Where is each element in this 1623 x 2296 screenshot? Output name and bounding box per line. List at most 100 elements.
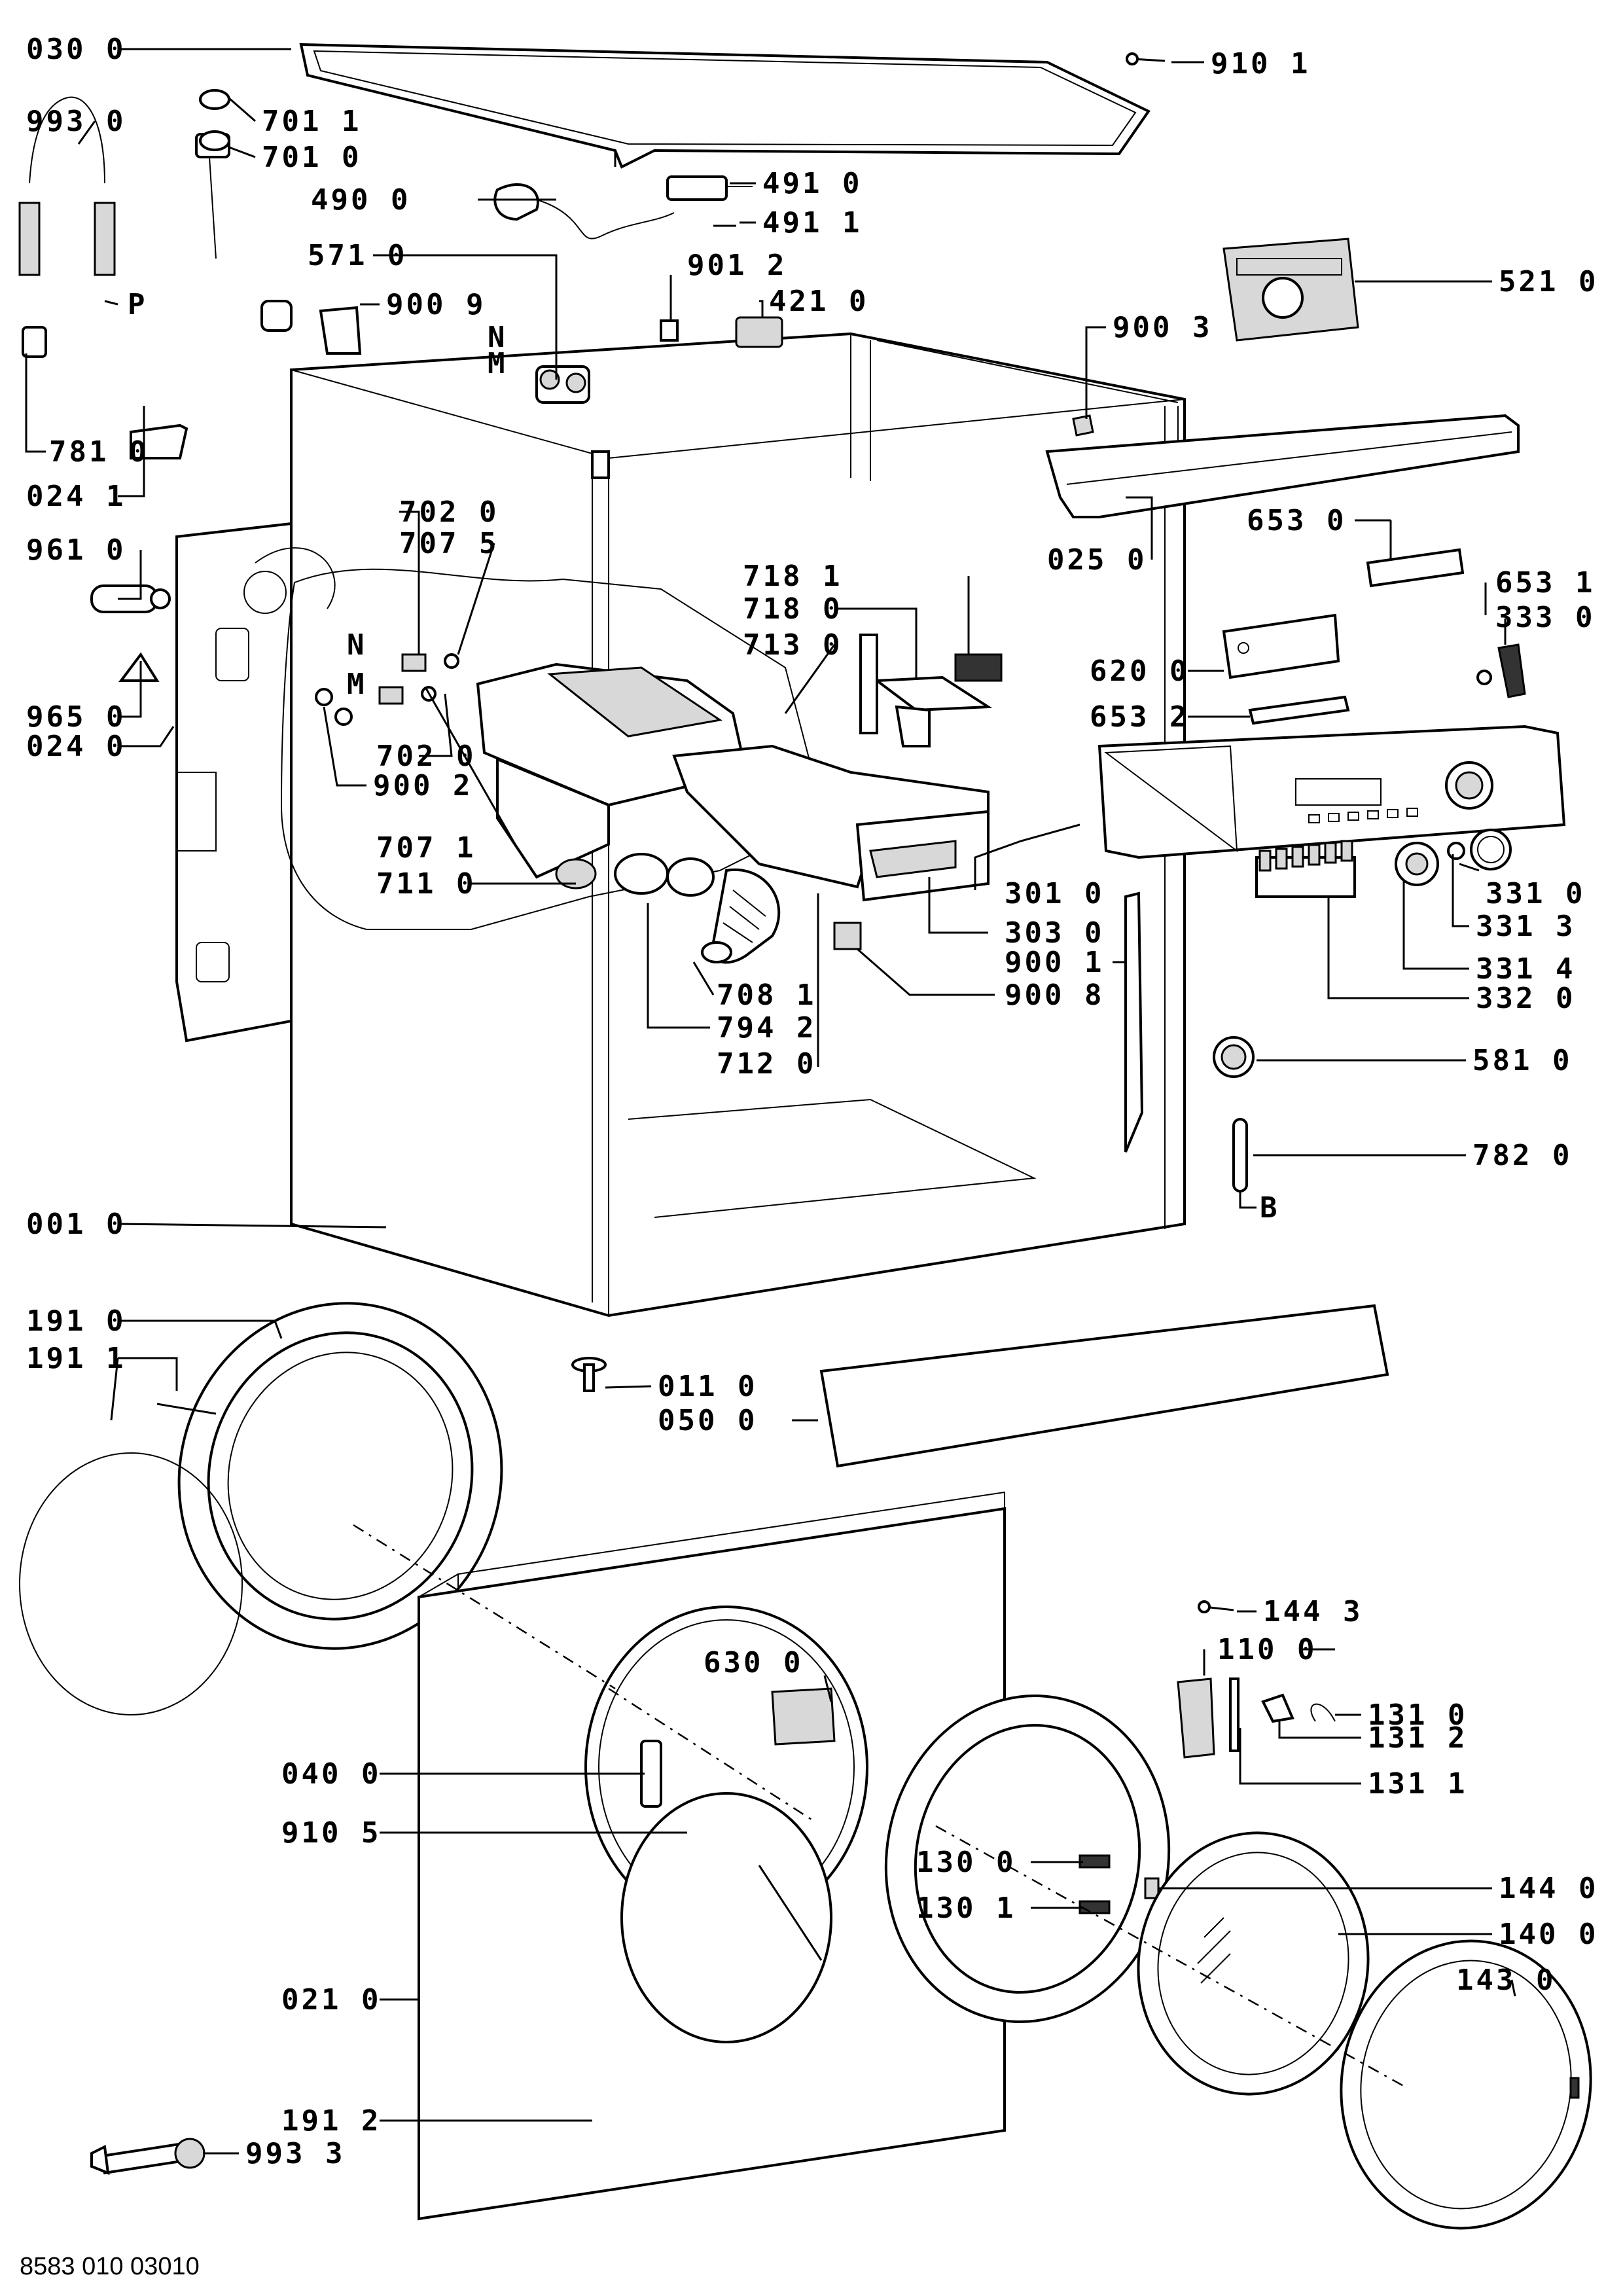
label-7181: 718 1 bbox=[743, 560, 842, 593]
label-1443: 144 3 bbox=[1263, 1595, 1363, 1628]
clamp-9009 bbox=[260, 300, 362, 355]
spring-1912-dots bbox=[758, 1865, 823, 1961]
control-panel-301 bbox=[1097, 725, 1566, 859]
valve-parts-702 bbox=[315, 653, 459, 726]
leader-lines bbox=[25, 48, 1516, 2155]
clip-9012 bbox=[660, 319, 679, 342]
label-1100: 110 0 bbox=[1217, 1633, 1317, 1666]
spring-9930 bbox=[18, 96, 116, 358]
label-P: P bbox=[128, 288, 145, 321]
label-0500: 050 0 bbox=[658, 1404, 757, 1437]
valve-571 bbox=[535, 365, 590, 404]
label-3313: 331 3 bbox=[1476, 910, 1575, 943]
label-1311: 131 1 bbox=[1368, 1767, 1467, 1801]
label-6300: 630 0 bbox=[704, 1646, 803, 1679]
label-0400: 040 0 bbox=[281, 1757, 381, 1791]
label-7011: 701 1 bbox=[262, 105, 361, 138]
label-9009: 900 9 bbox=[386, 288, 486, 321]
label-3320: 332 0 bbox=[1476, 982, 1575, 1015]
label-7120: 712 0 bbox=[717, 1047, 816, 1081]
part-labels: 030 0 910 1 993 0 701 1 701 0 490 0 491 … bbox=[26, 33, 1598, 2170]
door-ring-1300 bbox=[884, 1694, 1171, 2024]
led-strip-6532 bbox=[1248, 695, 1350, 725]
label-5810: 581 0 bbox=[1472, 1044, 1572, 1077]
hose-794 bbox=[666, 857, 781, 964]
label-0300: 030 0 bbox=[26, 33, 126, 66]
foot-0110 bbox=[571, 1357, 607, 1392]
front-panel-021 bbox=[353, 1491, 1006, 2221]
label-7820: 782 0 bbox=[1472, 1139, 1572, 1172]
level-tube-7010 bbox=[195, 130, 230, 259]
label-7942: 794 2 bbox=[717, 1011, 816, 1045]
label-0250: 025 0 bbox=[1047, 543, 1147, 577]
interlock-491 bbox=[666, 175, 753, 201]
label-1912: 191 2 bbox=[281, 2104, 381, 2138]
label-N2: N bbox=[347, 628, 365, 662]
label-1911: 191 1 bbox=[26, 1342, 126, 1375]
door-seal-1910 bbox=[156, 1302, 503, 1650]
label-7110: 711 0 bbox=[376, 867, 476, 901]
door-frame-1430 bbox=[1340, 1939, 1592, 2230]
label-7071: 707 1 bbox=[376, 831, 476, 865]
label-M2: M bbox=[347, 668, 365, 701]
label-9012: 901 2 bbox=[687, 249, 787, 282]
label-4911: 491 1 bbox=[762, 206, 862, 240]
screw-1443 bbox=[1198, 1600, 1234, 1613]
label-6530: 653 0 bbox=[1247, 504, 1346, 537]
label-1300: 130 0 bbox=[916, 1846, 1016, 1879]
label-M1: M bbox=[488, 347, 505, 380]
pcb-620 bbox=[1222, 613, 1340, 679]
label-3030: 303 0 bbox=[1005, 916, 1104, 950]
label-5210: 521 0 bbox=[1499, 265, 1598, 298]
label-7130: 713 0 bbox=[743, 628, 842, 662]
label-1430: 143 0 bbox=[1456, 1964, 1556, 1997]
door-lock-9008 bbox=[833, 922, 862, 950]
label-6531: 653 1 bbox=[1495, 566, 1595, 600]
label-0010: 001 0 bbox=[26, 1208, 126, 1241]
led-board-653 bbox=[1366, 548, 1465, 588]
clip-6531 bbox=[1476, 643, 1526, 698]
label-1301: 130 1 bbox=[916, 1892, 1016, 1925]
pressure-switch-581 bbox=[1213, 1036, 1255, 1078]
lock-6300 bbox=[771, 1687, 836, 1746]
label-7810: 781 0 bbox=[49, 435, 149, 469]
label-7180: 718 0 bbox=[743, 592, 842, 626]
label-7081: 708 1 bbox=[717, 978, 816, 1012]
label-1910: 191 0 bbox=[26, 1304, 126, 1338]
label-6532: 653 2 bbox=[1090, 700, 1189, 734]
handle-1100 bbox=[1177, 1677, 1336, 1759]
top-cover-030 bbox=[299, 43, 1150, 169]
label-3310: 331 0 bbox=[1486, 877, 1585, 910]
label-1440: 144 0 bbox=[1499, 1872, 1598, 1905]
label-4210: 421 0 bbox=[769, 285, 868, 318]
suppressor-421 bbox=[735, 316, 783, 348]
plinth-050 bbox=[819, 1304, 1389, 1468]
document-id: 8583 010 03010 bbox=[20, 2253, 200, 2280]
label-9002: 900 2 bbox=[373, 769, 473, 802]
label-0210: 021 0 bbox=[281, 1983, 381, 2017]
screw-9101 bbox=[1126, 52, 1166, 65]
mains-cable-490 bbox=[493, 183, 675, 240]
label-9930: 993 0 bbox=[26, 105, 126, 138]
label-9650: 965 0 bbox=[26, 700, 126, 734]
label-0240: 024 0 bbox=[26, 730, 126, 763]
label-7020b: 702 0 bbox=[376, 740, 476, 773]
hinge-9003 bbox=[1072, 414, 1094, 437]
label-9001: 900 1 bbox=[1005, 946, 1104, 979]
label-4900: 490 0 bbox=[311, 183, 410, 217]
ring-9650 bbox=[118, 652, 160, 682]
label-9105: 910 5 bbox=[281, 1816, 381, 1850]
buttons-332 bbox=[1255, 840, 1356, 898]
module-521 bbox=[1222, 238, 1359, 342]
wire-ring-1911 bbox=[19, 1452, 243, 1715]
cap-7011 bbox=[199, 89, 230, 110]
label-0241: 024 1 bbox=[26, 480, 126, 513]
label-9933: 993 3 bbox=[245, 2137, 345, 2170]
label-B: B bbox=[1260, 1191, 1277, 1225]
label-7075: 707 5 bbox=[399, 527, 499, 560]
detergent-drawer-303 bbox=[672, 744, 990, 902]
frame-025 bbox=[1045, 414, 1520, 518]
bracket-9001 bbox=[1124, 891, 1144, 1153]
label-3314: 331 4 bbox=[1476, 952, 1575, 986]
